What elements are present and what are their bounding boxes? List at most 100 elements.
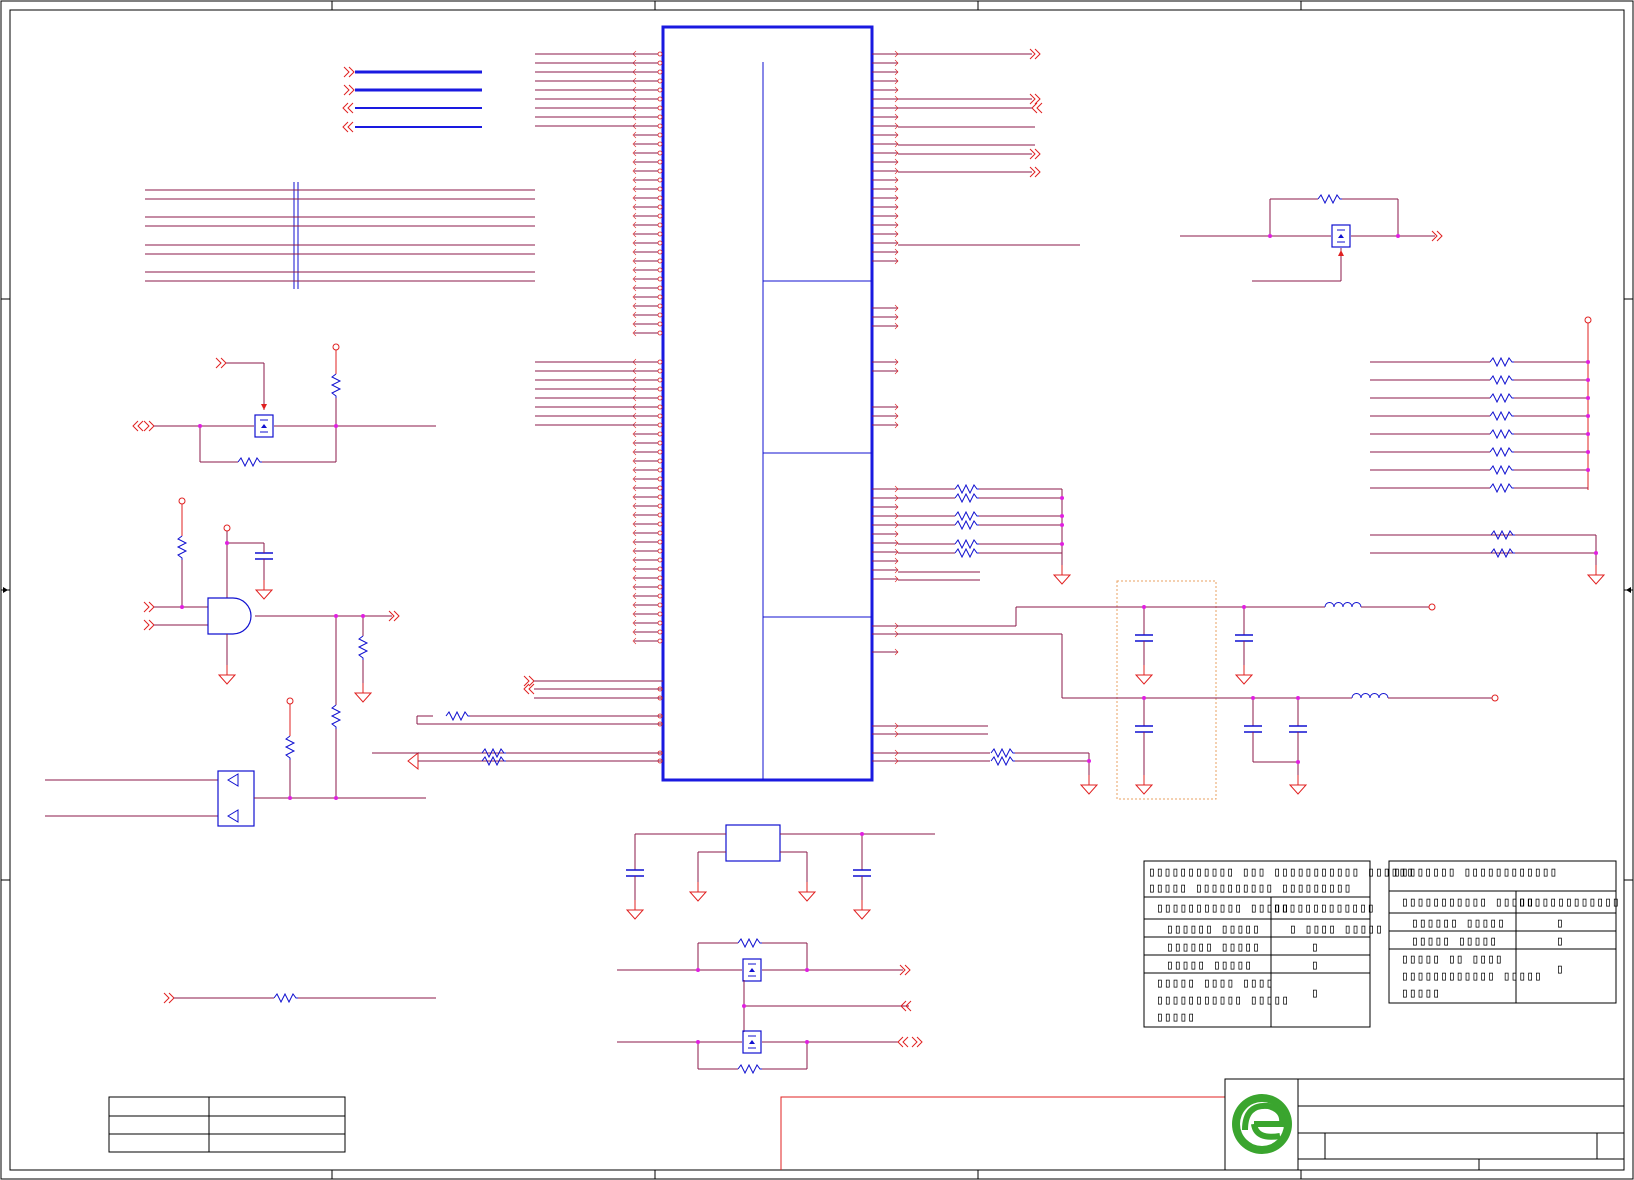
ic-pin	[657, 213, 663, 219]
table-row-label: ▯▯▯▯▯▯▯▯▯▯▯▯ ▯▯▯▯▯	[1401, 969, 1542, 984]
ic-pin	[657, 458, 663, 464]
table-row-label: ▯▯▯▯▯▯ ▯▯▯▯▯	[1411, 916, 1505, 931]
ic-pin	[657, 359, 663, 365]
top-left-wires	[535, 53, 634, 426]
lower-left-resistor	[163, 992, 436, 1004]
ic-pin	[657, 204, 663, 210]
ic-pin	[657, 276, 663, 282]
regulator-circuit	[625, 824, 935, 920]
table-row-label: ▯▯▯▯▯ ▯▯ ▯▯▯▯	[1401, 952, 1503, 967]
left-mosfet-circuit	[132, 343, 436, 467]
table-row-value: ▯	[1311, 986, 1319, 1001]
ic-pin	[657, 512, 663, 518]
ic-pin	[657, 557, 663, 563]
table-row-label: ▯▯▯▯▯ ▯▯▯▯▯	[1411, 934, 1497, 949]
table-col-header: ▯▯▯▯▯▯▯▯▯▯▯▯▯	[1518, 895, 1620, 910]
port-arrow-icon	[407, 751, 419, 771]
table-header-text: ▯▯▯▯▯▯▯▯▯▯▯ ▯▯▯ ▯▯▯▯▯▯▯▯▯▯▯ ▯▯▯▯▯▯	[1148, 865, 1414, 880]
ic-pin	[657, 303, 663, 309]
ic-pin	[657, 168, 663, 174]
ic-pin	[657, 159, 663, 165]
tvs-circuit	[45, 697, 426, 827]
ic-pin	[657, 96, 663, 102]
ic-pin	[657, 87, 663, 93]
ic-pin	[657, 620, 663, 626]
ic-pin	[657, 395, 663, 401]
ic-pin	[657, 377, 663, 383]
table-row-value: ▯	[1311, 940, 1319, 955]
ic-pin	[657, 141, 663, 147]
ic-pin	[657, 602, 663, 608]
table-header-text: ▯▯▯▯▯▯▯▯ ▯▯▯▯▯▯▯▯▯▯▯▯	[1393, 865, 1557, 880]
dual-mosfet-circuit	[617, 938, 923, 1074]
ic-pin	[657, 575, 663, 581]
ic-pin	[657, 114, 663, 120]
info-table-right: ▯▯▯▯▯▯▯▯ ▯▯▯▯▯▯▯▯▯▯▯▯▯▯▯▯▯▯▯▯▯▯▯ ▯▯▯▯▯▯▯…	[1388, 860, 1620, 1004]
table-col-header: ▯▯▯▯▯▯▯▯▯▯▯▯▯	[1273, 901, 1375, 916]
table-col-header: ▯▯▯▯▯▯▯▯▯▯▯ ▯▯▯▯▯	[1156, 901, 1289, 916]
ic-pin	[657, 548, 663, 554]
ic-pin	[657, 69, 663, 75]
ic-pin	[657, 530, 663, 536]
ic-pin	[657, 240, 663, 246]
and-gate-icon	[207, 597, 252, 635]
and-gate-circuit	[143, 497, 400, 730]
ic-pin	[657, 404, 663, 410]
table-row-label: ▯▯▯▯▯	[1156, 1010, 1195, 1025]
ic-right-resistors	[898, 484, 1098, 795]
table-row-value: ▯	[1311, 958, 1319, 973]
table-row-label: ▯▯▯▯▯	[1401, 986, 1440, 1001]
right-mosfet-circuit	[1180, 194, 1443, 282]
ic-pin	[657, 611, 663, 617]
ic-bottom-left-inputs	[372, 675, 663, 771]
ic-pin	[657, 195, 663, 201]
ic-pin	[657, 629, 663, 635]
ic-pin	[657, 51, 663, 57]
ic-pin	[657, 258, 663, 264]
title-block	[780, 1078, 1625, 1171]
tvs-diode-icon	[217, 770, 255, 827]
table-row-value: ▯	[1556, 934, 1564, 949]
ic-pin	[657, 294, 663, 300]
table-row-value: ▯ ▯▯▯▯ ▯▯▯▯▯	[1289, 922, 1383, 937]
ic-pin	[657, 440, 663, 446]
table-row-label: ▯▯▯▯▯ ▯▯▯▯ ▯▯▯▯	[1156, 976, 1273, 991]
ic-pin	[657, 521, 663, 527]
ic-pin	[657, 593, 663, 599]
ic-pin	[657, 413, 663, 419]
table-header-text: ▯▯▯▯▯ ▯▯▯▯▯▯▯▯▯▯ ▯▯▯▯▯▯▯▯▯	[1148, 881, 1352, 896]
filter-circuit	[872, 580, 1499, 800]
ic-pin	[657, 249, 663, 255]
ic-pin	[657, 431, 663, 437]
ic-right-pins	[872, 48, 1080, 765]
ic-pin	[657, 78, 663, 84]
table-row-value: ▯	[1556, 916, 1564, 931]
main-ic	[661, 25, 874, 782]
ic-pin	[657, 105, 663, 111]
info-table-left: ▯▯▯▯▯▯▯▯▯▯▯ ▯▯▯ ▯▯▯▯▯▯▯▯▯▯▯ ▯▯▯▯▯▯▯▯▯▯▯ …	[1143, 860, 1414, 1028]
ic-pin	[657, 368, 663, 374]
ic-pin	[657, 150, 663, 156]
table-row-label: ▯▯▯▯▯ ▯▯▯▯▯	[1166, 958, 1252, 973]
left-wire-group	[145, 182, 535, 289]
ic-pin	[657, 584, 663, 590]
ic-pin	[657, 312, 663, 318]
table-row-label: ▯▯▯▯▯▯ ▯▯▯▯▯	[1166, 922, 1260, 937]
ic-pin	[657, 485, 663, 491]
right-resistor-bank	[1370, 316, 1605, 585]
ic-pin	[657, 132, 663, 138]
ic-pin	[657, 467, 663, 473]
ic-pin	[657, 494, 663, 500]
ic-left-pins	[632, 50, 663, 764]
ic-pin	[657, 386, 663, 392]
swirl-logo-icon	[1232, 1094, 1292, 1154]
ic-pin	[657, 231, 663, 237]
ic-pin	[657, 503, 663, 509]
table-row-label: ▯▯▯▯▯▯ ▯▯▯▯▯	[1166, 940, 1260, 955]
ic-pin	[657, 422, 663, 428]
table-row-label: ▯▯▯▯▯▯▯▯▯▯▯ ▯▯▯▯▯	[1156, 993, 1289, 1008]
ic-pin	[657, 539, 663, 545]
revision-table	[108, 1096, 346, 1153]
